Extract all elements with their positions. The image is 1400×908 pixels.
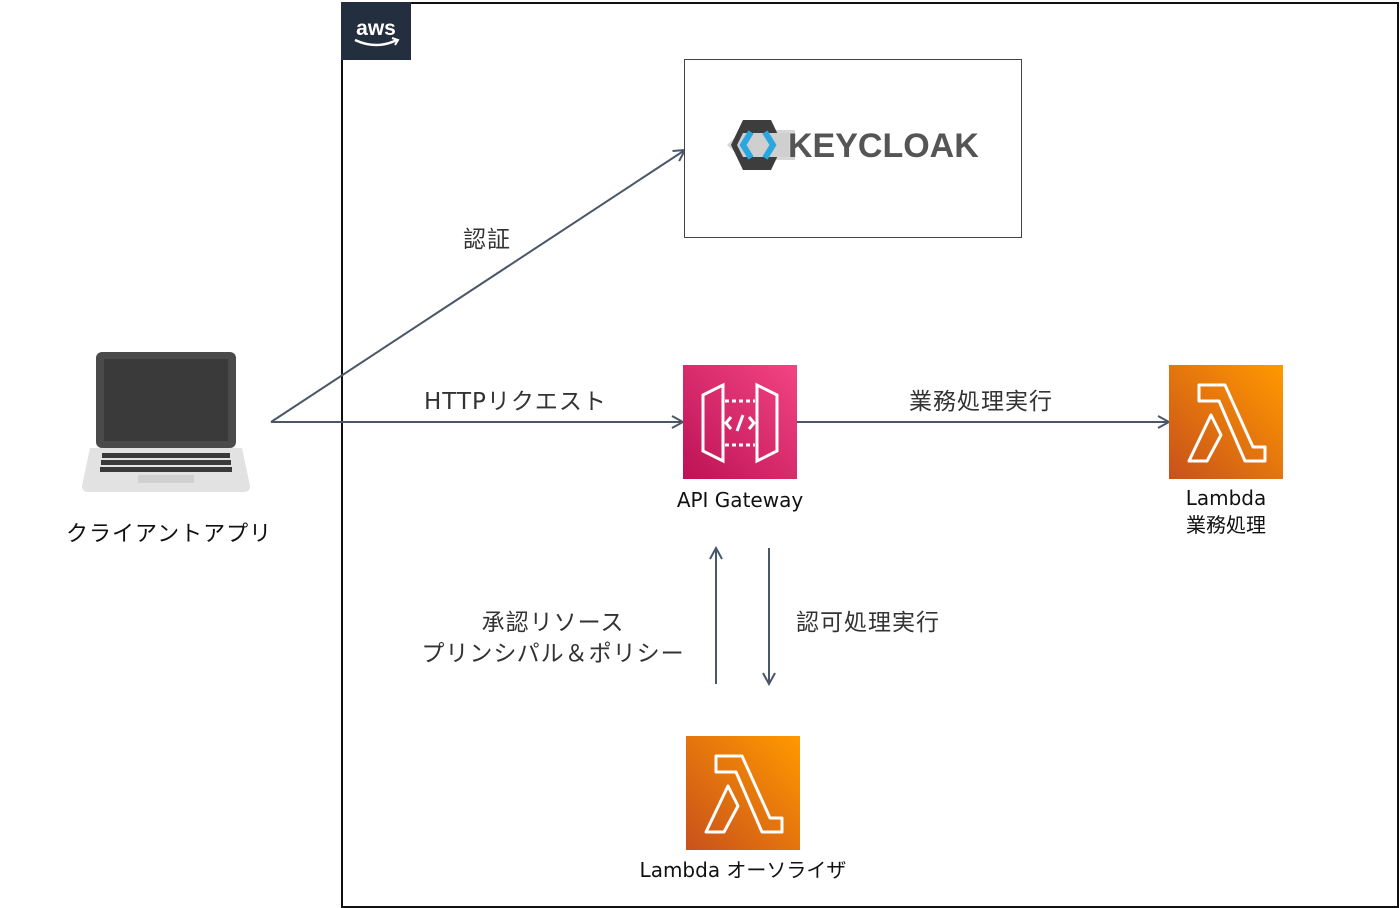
keycloak-node: KEYCLOAK: [684, 59, 1022, 238]
keycloak-logo: KEYCLOAK: [727, 120, 979, 170]
authz-exec-edge-label: 認可処理実行: [796, 610, 940, 636]
lambda-business-label-1: Lambda: [1185, 486, 1267, 510]
api-gateway-icon: [701, 382, 779, 464]
policy-return-edge-label-1: 承認リソース: [481, 610, 625, 636]
laptop-icon: [82, 352, 250, 492]
lambda-business-node: [1169, 365, 1283, 479]
aws-logo-text: aws: [356, 17, 396, 40]
policy-return-edge-label-2: プリンシパル＆ポリシー: [421, 641, 685, 667]
lambda-icon: [1187, 383, 1267, 463]
auth-arrow: [270, 150, 685, 423]
aws-cloud-boundary: [341, 2, 1399, 908]
lambda-authorizer-label: Lambda オーソライザ: [639, 858, 847, 882]
http-request-edge-label: HTTPリクエスト: [424, 389, 607, 415]
business-exec-edge-label: 業務処理実行: [909, 389, 1053, 415]
api-gateway-node: [683, 365, 797, 479]
keycloak-wordmark: KEYCLOAK: [788, 127, 979, 165]
api-gateway-label: API Gateway: [676, 488, 804, 512]
client-node: [80, 350, 252, 494]
lambda-authorizer-node: [686, 736, 800, 850]
lambda-icon: [704, 754, 784, 834]
auth-edge-label: 認証: [463, 227, 511, 253]
lambda-business-label-2: 業務処理: [1186, 513, 1266, 537]
aws-logo-icon: aws: [354, 17, 400, 47]
aws-logo-badge: aws: [341, 2, 411, 60]
client-label: クライアントアプリ: [66, 522, 273, 547]
